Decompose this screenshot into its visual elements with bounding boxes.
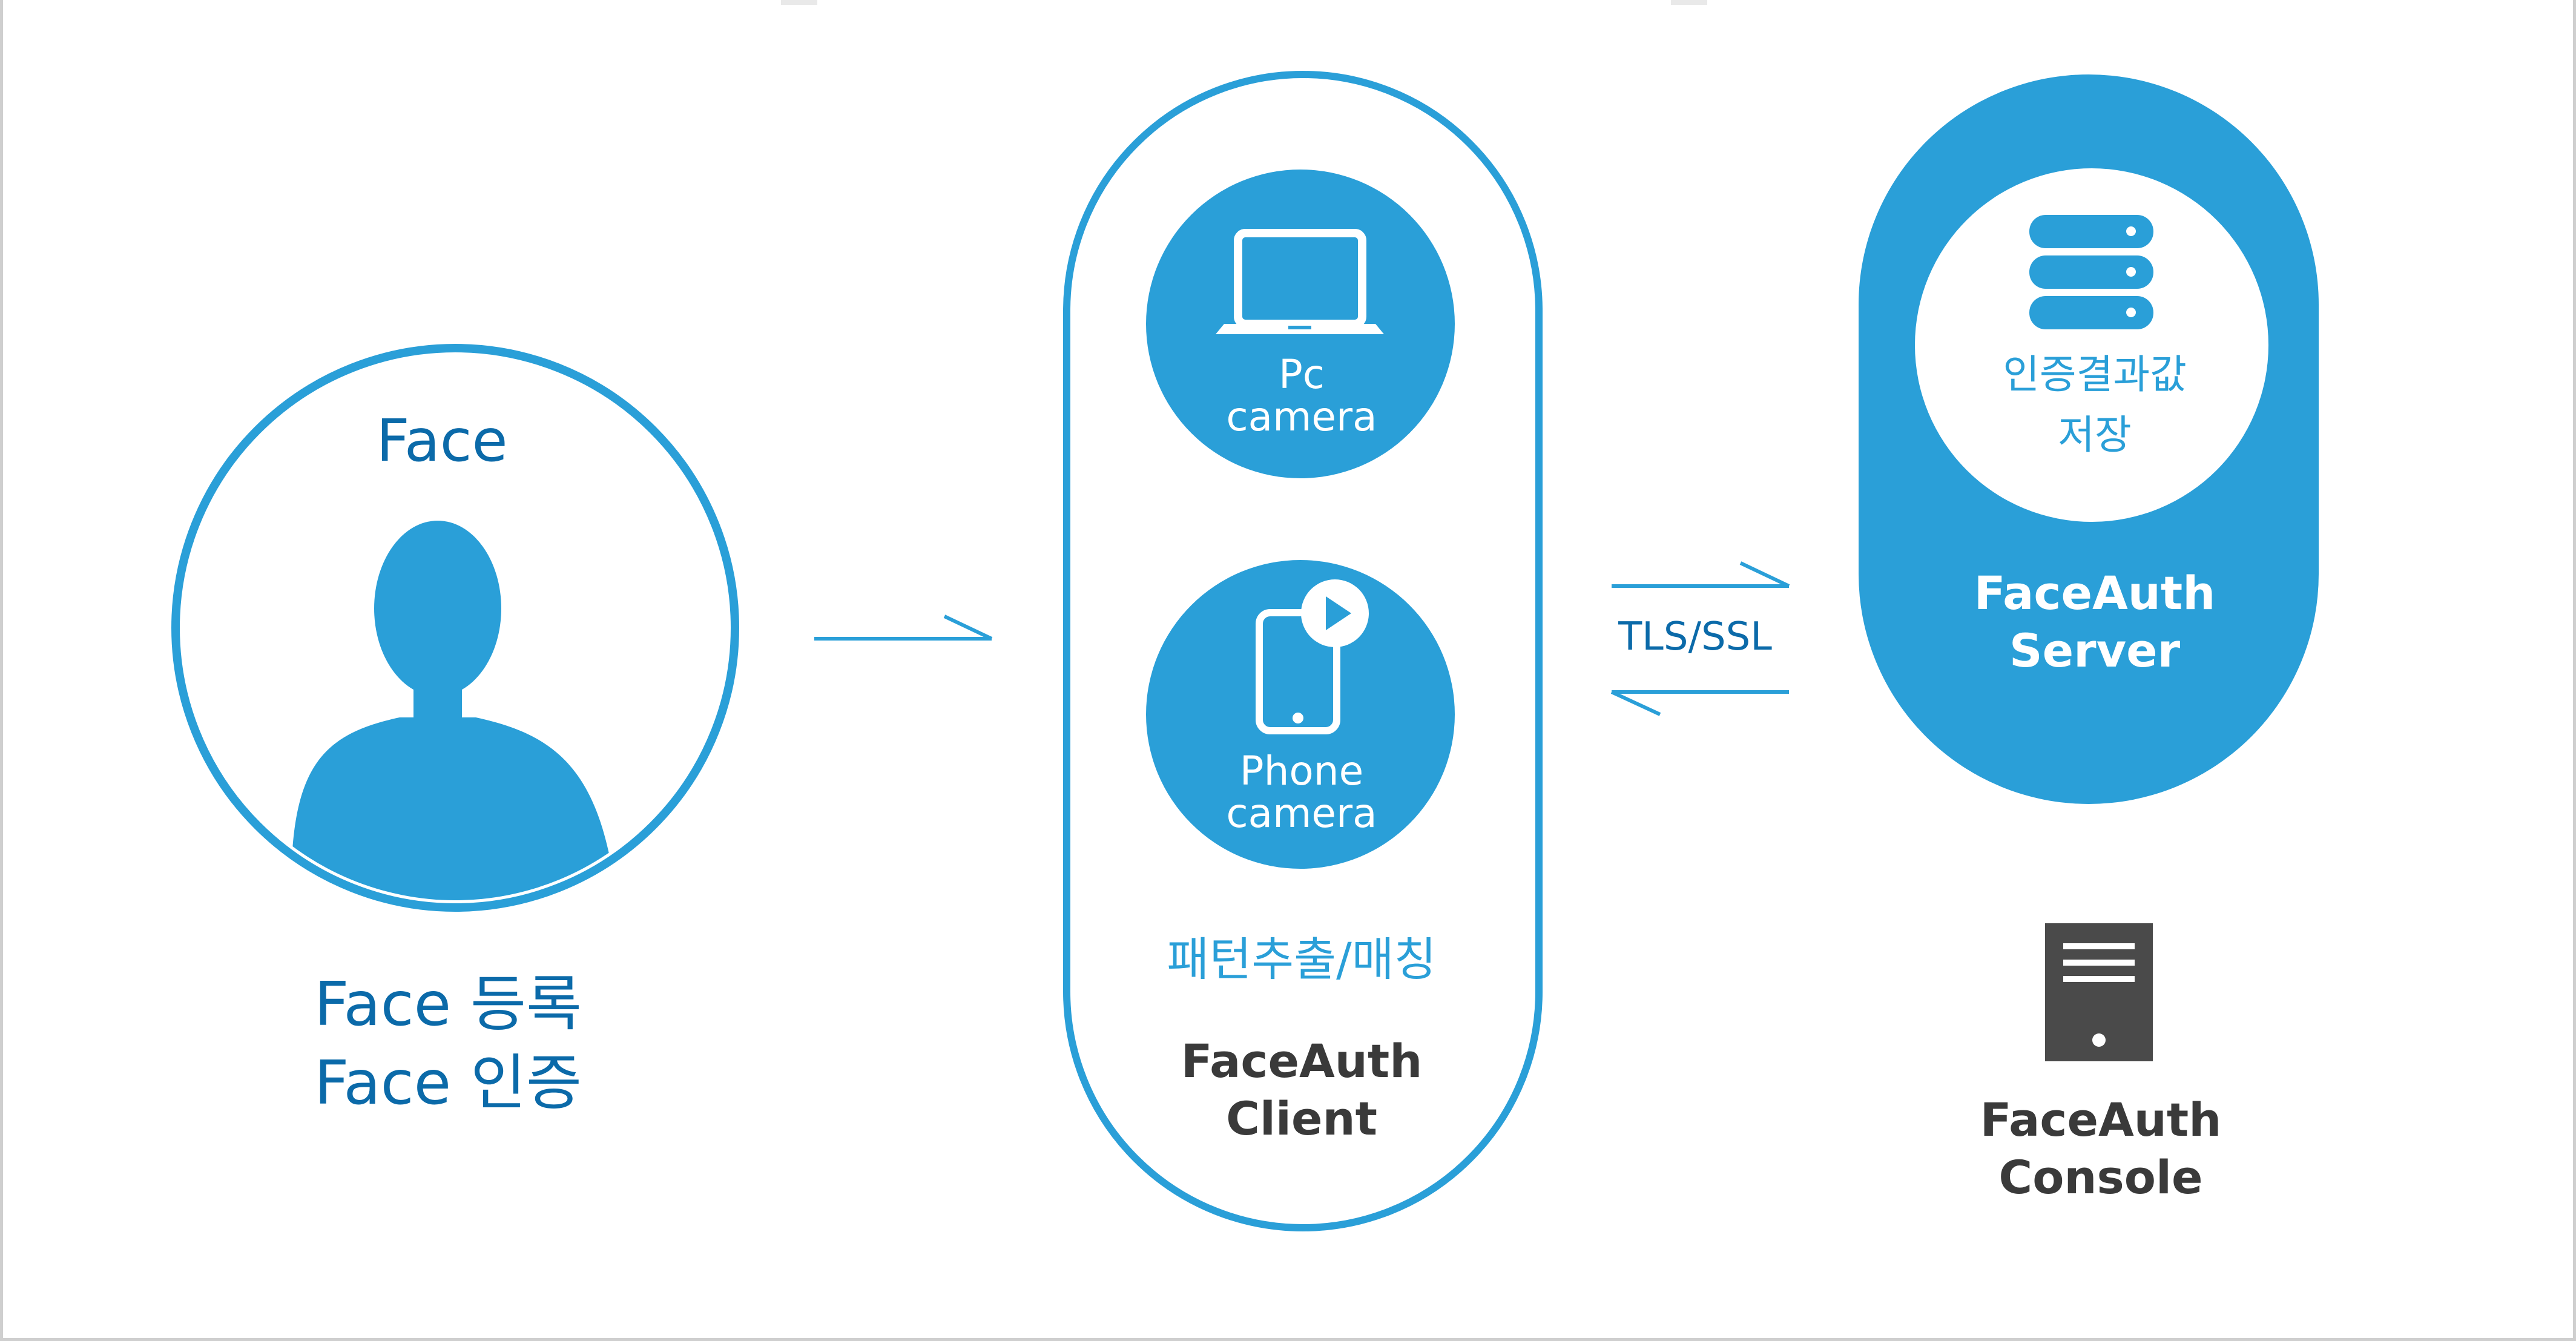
person-silhouette-icon [292,521,610,900]
client-name-line1: FaceAuth [1181,1034,1423,1088]
server-name-line2: Server [2009,624,2181,677]
top-edge-mark [781,0,817,5]
console-name-line2: Console [1998,1150,2203,1204]
faceauth-client-node [1063,71,1543,1231]
server-tower-icon [2045,923,2153,1061]
phone-camera-label-line1: Phone [1239,748,1364,794]
storage-label-line2: 저장 [2058,412,2132,458]
pc-camera-label-line2: camera [1226,394,1377,440]
faceauth-server-node [1859,74,2319,804]
arrow-face-to-client [814,614,993,641]
face-authenticate-label: Face 인증 [314,1047,582,1118]
face-register-label: Face 등록 [314,969,582,1040]
smartphone-play-icon [1256,579,1369,734]
pattern-matching-label: 패턴추출/매칭 [1167,932,1437,986]
face-circle [171,344,739,912]
laptop-icon [1216,229,1384,334]
storage-circle [1915,168,2268,522]
protocol-label: TLS/SSL [1618,614,1772,659]
server-name-line1: FaceAuth [1974,566,2216,620]
phone-camera-label-line2: camera [1226,790,1377,837]
database-icon [2029,215,2153,329]
client-pill [1063,71,1543,1231]
client-name-line2: Client [1226,1092,1377,1145]
storage-label-line1: 인증결과값 [2003,351,2187,398]
face-title: Face [376,407,508,475]
face-node [171,344,739,912]
arrow-client-to-server [1612,561,1790,588]
console-name-line1: FaceAuth [1980,1093,2222,1147]
pc-camera-label-line1: Pc [1278,351,1325,398]
arrow-server-to-client [1610,690,1789,716]
top-edge-mark [1671,0,1707,5]
